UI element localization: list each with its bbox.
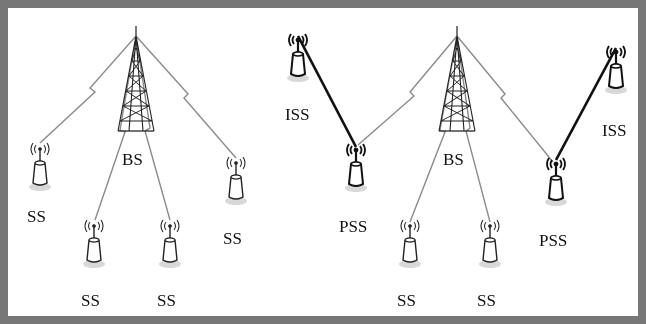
relay-link-iss-pss-2: [554, 47, 618, 161]
iss-label: ISS: [285, 105, 310, 124]
proxy-subscriber-station-icon: [343, 142, 369, 194]
link-bs-ss-4: [135, 35, 237, 159]
subscriber-station-icon: [82, 219, 106, 269]
link-bs-pss-1: [357, 35, 458, 146]
subscriber-station-icon: [478, 219, 502, 269]
ss-label: SS: [157, 291, 176, 310]
link-bs-ss-6: [456, 35, 491, 223]
link-bs-ss-3: [135, 35, 171, 221]
iss-label: ISS: [602, 121, 627, 140]
ss-label: SS: [477, 291, 496, 310]
pss-label: PSS: [339, 217, 367, 236]
ss-label: SS: [223, 229, 242, 248]
ss-label: SS: [81, 291, 100, 310]
relay-link-iss-pss-1: [296, 35, 358, 148]
subscriber-station-icon: [224, 156, 248, 206]
relay-links: [296, 35, 618, 161]
bs-label-right: BS: [443, 150, 464, 169]
subscriber-station-icon: [158, 219, 182, 269]
indirect-subscriber-station-icon: [285, 32, 311, 84]
indirect-subscriber-station-icon: [603, 44, 629, 96]
link-bs-pss-2: [456, 35, 554, 163]
subscriber-station-icon: [398, 219, 422, 269]
link-bs-ss-1: [39, 35, 137, 144]
ss-label: SS: [27, 207, 46, 226]
pss-label: PSS: [539, 231, 567, 250]
link-bs-ss-2: [94, 35, 137, 221]
base-station-tower-icon: [438, 25, 476, 132]
ss-label: SS: [397, 291, 416, 310]
bs-label-left: BS: [122, 150, 143, 169]
proxy-subscriber-station-icon: [543, 156, 569, 208]
subscriber-station-icon: [28, 142, 52, 192]
